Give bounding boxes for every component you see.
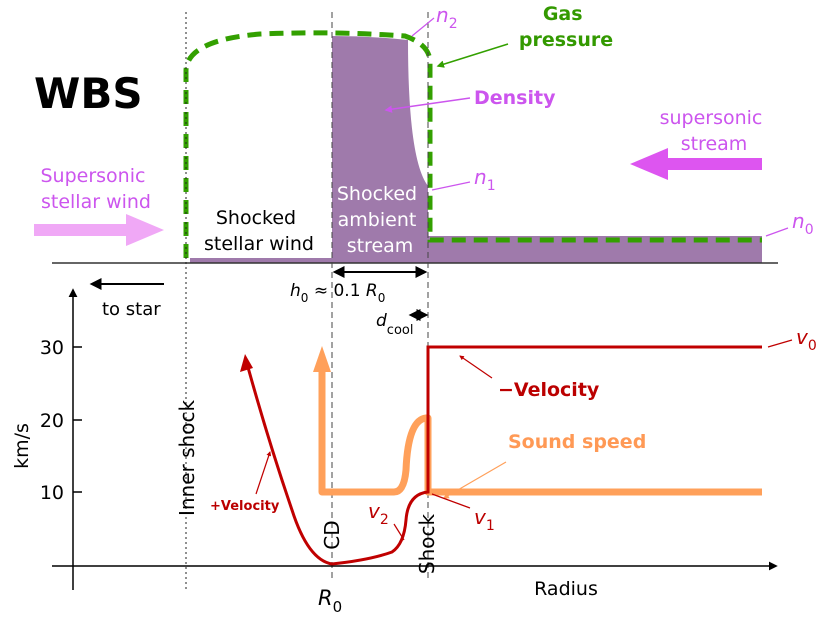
inner-shock-label: Inner shock (175, 400, 199, 516)
y-tick-label-30: 30 (40, 337, 64, 359)
minus-velocity-label: −Velocity (498, 379, 600, 401)
gas-pressure-pointer (436, 43, 509, 68)
supersonic-stream-arrow (630, 148, 762, 180)
title: WBS (34, 69, 143, 118)
y-axis-label: km/s (11, 423, 33, 469)
stellar-wind-arrow (34, 214, 164, 246)
h0-label: h0 ≈ 0.1 R0 (290, 281, 385, 305)
density-upstream (428, 236, 762, 263)
shocked-ambient-stream-label: Shocked ambient stream (337, 183, 423, 257)
plus-velocity-curve (244, 359, 333, 566)
sound-speed-arrowhead (313, 346, 331, 372)
density-shocked-stellar-wind (190, 258, 332, 263)
to-star-label: to star (102, 299, 161, 320)
v0-label: v0 (796, 325, 817, 354)
dcool-label: dcool (376, 311, 413, 338)
y-tick-label-20: 20 (40, 410, 64, 432)
shocked-stellar-wind-label: Shocked stellar wind (204, 207, 314, 255)
n2-pointer (411, 17, 435, 37)
sound-speed-label: Sound speed (508, 431, 646, 453)
plus-velocity-pointer (255, 451, 272, 495)
gas-pressure-label: Gas pressure (519, 3, 613, 51)
n1-label: n1 (474, 165, 496, 194)
sound-speed-curve (318, 362, 762, 496)
density-label: Density (474, 87, 556, 109)
density-pointer (384, 97, 471, 113)
n0-label: n0 (792, 209, 814, 238)
v1-label: v1 (474, 505, 495, 534)
minus-velocity-curve (331, 345, 762, 566)
gas-pressure-curve (183, 30, 762, 258)
x-axis-label: Radius (534, 578, 598, 600)
sound-speed-pointer (442, 461, 507, 499)
v0-pointer (767, 339, 793, 348)
minus-velocity-pointer (459, 355, 493, 379)
v2-pointer (393, 523, 405, 541)
v2-label: v2 (368, 499, 389, 528)
shock-label: Shock (415, 513, 439, 574)
n1-pointer (431, 181, 471, 191)
plus-velocity-arrowhead (240, 354, 253, 372)
y-tick-label-10: 10 (40, 482, 64, 504)
supersonic-stream-label: supersonic stream (660, 107, 769, 155)
n2-label: n2 (436, 3, 458, 32)
n0-pointer (765, 227, 789, 237)
v1-pointer (431, 493, 471, 509)
cd-label: CD (320, 520, 344, 549)
density-shocked-ambient (332, 36, 428, 263)
stellar-wind-label: Supersonic stellar wind (40, 165, 151, 213)
r0-label: R0 (318, 586, 342, 616)
plus-velocity-label: +Velocity (210, 499, 280, 514)
